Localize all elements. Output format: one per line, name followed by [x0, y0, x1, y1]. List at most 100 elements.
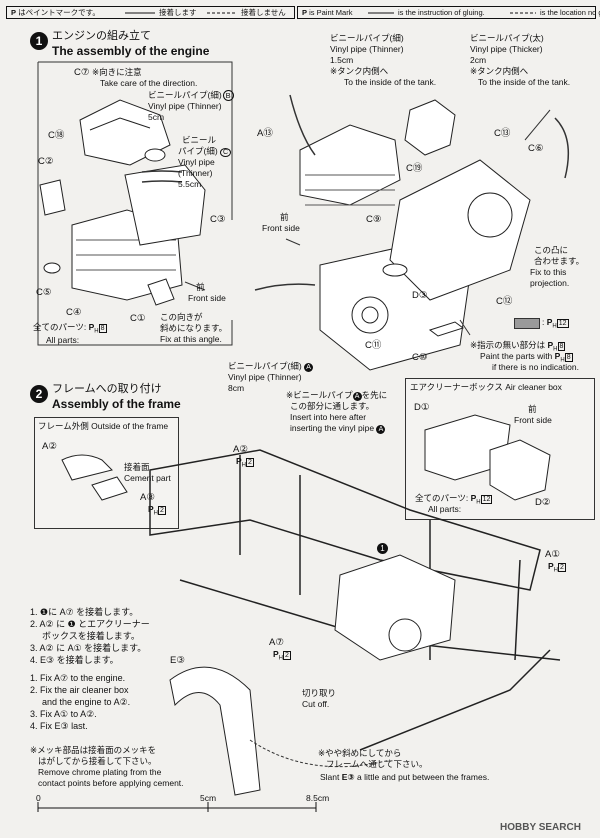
glue-label-jp: 接着します: [159, 8, 197, 17]
note-angle-jp2: 斜めになります。: [160, 323, 228, 333]
paint-mark-label-jp: P はペイントマークです。: [11, 8, 100, 17]
note-vinyl-a-jp: ビニールパイプ(細) A: [228, 361, 314, 372]
frame-slant-jp2: フレームへ通して下さい。: [326, 759, 428, 769]
note-vinyl-insert-en2: inserting the vinyl pipe A: [290, 423, 386, 434]
note-vinyl-insert-jp2: この部分に通します。: [290, 401, 375, 411]
watermark-logo: HOBBY SEARCH: [500, 822, 581, 833]
paint-mark-label-en: P is Paint Mark: [302, 8, 353, 17]
part-a1: A①: [545, 549, 560, 560]
air-cleaner-front-jp: 前: [528, 404, 537, 414]
note-tank-inside-en2: To the inside of the tank.: [478, 77, 571, 87]
no-glue-label-jp: 接着しません: [241, 8, 286, 17]
frame-cutoff-en: Cut off.: [302, 699, 330, 709]
instruction-en-4: 4. Fix E③ last.: [30, 721, 88, 731]
frame-slant-en: Slant E③ a little and put between the fr…: [320, 772, 490, 782]
part-a2-frame: A②: [233, 444, 248, 455]
instruction-jp-1: 1. ❶に A⑦ を接着します。: [30, 607, 139, 617]
step1-number-badge: 1: [30, 32, 48, 50]
note-vinyl-thin-top-jp: ビニールパイプ(細): [330, 33, 404, 43]
part-c3: C③: [210, 214, 226, 225]
air-cleaner-front-en: Front side: [514, 415, 552, 425]
note-front-side-jp: 前: [280, 212, 289, 222]
color-swatch: [514, 318, 540, 329]
chrome-note-jp2: はがしてから接着して下さい。: [38, 756, 157, 766]
instruction-jp-2: 2. A② に ❶ とエアクリーナー: [30, 619, 150, 629]
part-c13: C⑬: [494, 128, 511, 139]
chrome-note-jp1: ※メッキ部品は接着面のメッキを: [30, 745, 157, 755]
instruction-en-1: 1. Fix A⑦ to the engine.: [30, 673, 126, 683]
note-front-side-jp2: 前: [196, 282, 205, 292]
part-c19: C⑲: [406, 163, 423, 174]
note-projection-jp2: 合わせます。: [534, 256, 585, 266]
no-glue-label-en: is the location no gluing.: [540, 8, 600, 17]
part-c11: C⑪: [365, 340, 382, 351]
part-c5: C⑤: [36, 287, 52, 298]
note-front-side-en2: Front side: [188, 293, 226, 303]
note-vinyl-c-en1: Vinyl pipe: [178, 157, 215, 167]
note-tank-inside-jp1: ※タンク内側へ: [330, 66, 389, 76]
note-angle-en: Fix at this angle.: [160, 334, 222, 344]
note-vinyl-thick-jp: ビニールパイプ(太): [470, 33, 544, 43]
note-vinyl-a-len: 8cm: [228, 383, 245, 393]
note-angle-jp1: この向きが: [160, 312, 203, 322]
legend-japanese: P はペイントマークです。 接着します 接着しません: [6, 6, 295, 19]
note-vinyl-insert-en1: Insert into here after: [290, 412, 367, 422]
glue-label-en: is the instruction of gluing.: [398, 8, 485, 17]
note-projection-en2: projection.: [530, 278, 570, 288]
scale-zero: 0: [36, 793, 41, 803]
chrome-note-en1: Remove chrome plating from the: [38, 767, 162, 777]
note-projection-en1: Fix to this: [530, 267, 567, 277]
part-c2: C②: [38, 156, 54, 167]
part-a8: A⑧: [140, 492, 155, 503]
part-a13: A⑬: [257, 128, 273, 139]
note-direction-jp: ※向きに注意: [92, 67, 142, 77]
scale-max: 8.5cm: [306, 793, 330, 803]
note-projection-jp1: この凸に: [534, 245, 569, 255]
part-a7: A⑦: [269, 637, 284, 648]
instruction-en-2: 2. Fix the air cleaner box: [30, 685, 129, 695]
note-all-parts-en: All parts:: [46, 335, 80, 345]
part-c12: C⑫: [496, 296, 513, 307]
part-d1: D①: [414, 402, 430, 413]
instruction-jp-2b: ボックスを接着します。: [42, 631, 140, 641]
part-e3: E③: [170, 655, 185, 666]
instruction-en-3: 3. Fix A① to A②.: [30, 709, 97, 719]
note-front-side-en: Front side: [262, 223, 300, 233]
note-indication-en2: if there is no indication.: [492, 362, 579, 372]
frame-outside-label: フレーム外側 Outside of the frame: [38, 421, 169, 431]
part-c1: C①: [130, 313, 146, 324]
note-vinyl-c-jp2: パイプ(細) C: [178, 146, 232, 158]
air-cleaner-all-parts-en: All parts:: [428, 504, 462, 514]
note-vinyl-b-jp: ビニールパイプ(細) B: [148, 90, 234, 101]
scale-mid: 5cm: [200, 793, 217, 803]
note-vinyl-c-len: 5.5cm: [178, 179, 202, 189]
part-c4: C④: [66, 307, 82, 318]
step2-number-badge: 2: [30, 385, 48, 403]
note-vinyl-b-en: Vinyl pipe (Thinner): [148, 101, 222, 111]
note-vinyl-c-jp1: ビニール: [182, 135, 217, 145]
note-vinyl-b-len: 5cm: [148, 112, 165, 122]
note-vinyl-c-en2: (Thinner): [178, 168, 213, 178]
instruction-en-2b: and the engine to A②.: [42, 697, 131, 707]
part-engine-1: 1: [377, 543, 388, 554]
chrome-note-en2: contact points before applying cement.: [38, 778, 184, 788]
part-c9: C⑨: [366, 214, 382, 225]
frame-cutoff-jp: 切り取り: [302, 688, 337, 698]
step2-title-jp: フレームへの取り付け: [52, 383, 162, 395]
note-vinyl-thick-len: 2cm: [470, 55, 487, 65]
frame-slant-jp1: ※やや斜めにしてから: [318, 748, 402, 758]
note-vinyl-thick-en: Vinyl pipe (Thicker): [470, 44, 543, 54]
part-c10: C⑩: [412, 352, 428, 363]
step1-title-jp: エンジンの組み立て: [52, 30, 151, 42]
note-tank-inside-en1: To the inside of the tank.: [344, 77, 437, 87]
